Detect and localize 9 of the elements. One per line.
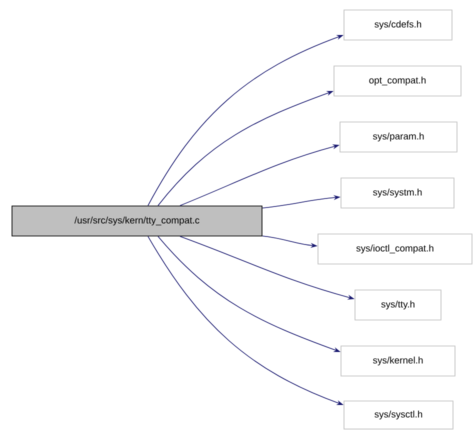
file-box: sys/systm.h xyxy=(340,178,454,208)
file-box: sys/ioctl_compat.h xyxy=(318,234,472,264)
file-box: sys/tty.h xyxy=(354,290,442,320)
file-box: sys/kernel.h xyxy=(340,346,456,376)
file-box: sys/cdefs.h xyxy=(344,10,452,40)
file-box: /usr/src/sys/kern/tty_compat.c xyxy=(12,206,262,236)
file-box: opt_compat.h xyxy=(334,66,462,96)
file-box: sys/param.h xyxy=(340,122,458,152)
file-box: sys/sysctl.h xyxy=(344,400,454,430)
